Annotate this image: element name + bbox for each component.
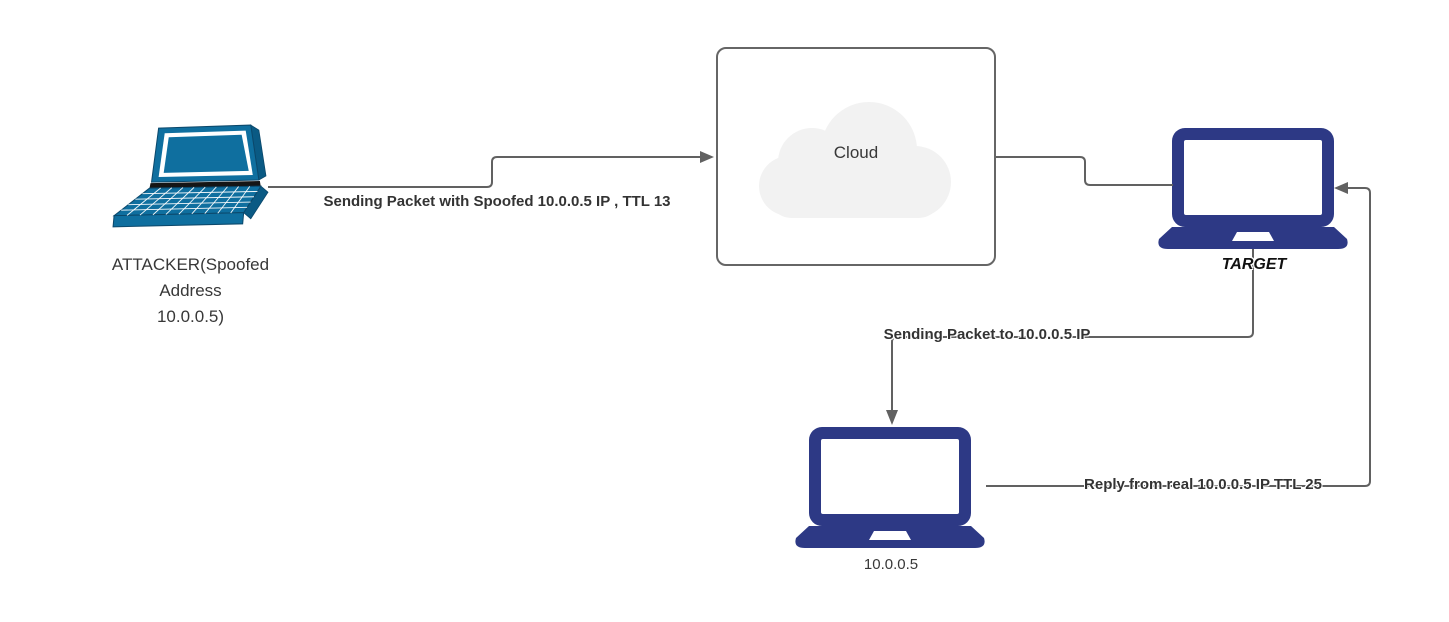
- edge-label-spoofed-packet: Sending Packet with Spoofed 10.0.0.5 IP …: [323, 193, 671, 210]
- edge-attacker-to-cloud: [268, 156, 700, 188]
- attacker-label-line1: ATTACKER(Spoofed: [111, 255, 270, 274]
- cloud-icon: [759, 102, 951, 218]
- keyboard-grid: [121, 186, 258, 216]
- real-host-laptop-icon: [795, 427, 985, 548]
- edge-label-sending-packet: Sending Packet to 10.0.0.5 IP: [883, 326, 1091, 343]
- attacker-label-line3: 10.0.0.5): [156, 307, 225, 326]
- arrowhead-into-cloud-icon: [700, 151, 714, 163]
- target-label: TARGET: [1221, 256, 1287, 273]
- edge-label-reply-packet: Reply from real 10.0.0.5 IP TTL 25: [1084, 476, 1322, 493]
- attacker-label: ATTACKER(Spoofed Address 10.0.0.5): [68, 252, 313, 330]
- edge-cloud-to-target: [996, 156, 1173, 186]
- cloud-box: Cloud: [716, 47, 996, 266]
- attacker-laptop-icon: [112, 124, 269, 228]
- attacker-label-line2: Address: [159, 281, 222, 300]
- target-laptop-icon: [1158, 128, 1348, 249]
- cloud-label: Cloud: [833, 143, 879, 162]
- arrowhead-into-host-icon: [886, 410, 898, 425]
- real-host-label: 10.0.0.5: [863, 556, 919, 573]
